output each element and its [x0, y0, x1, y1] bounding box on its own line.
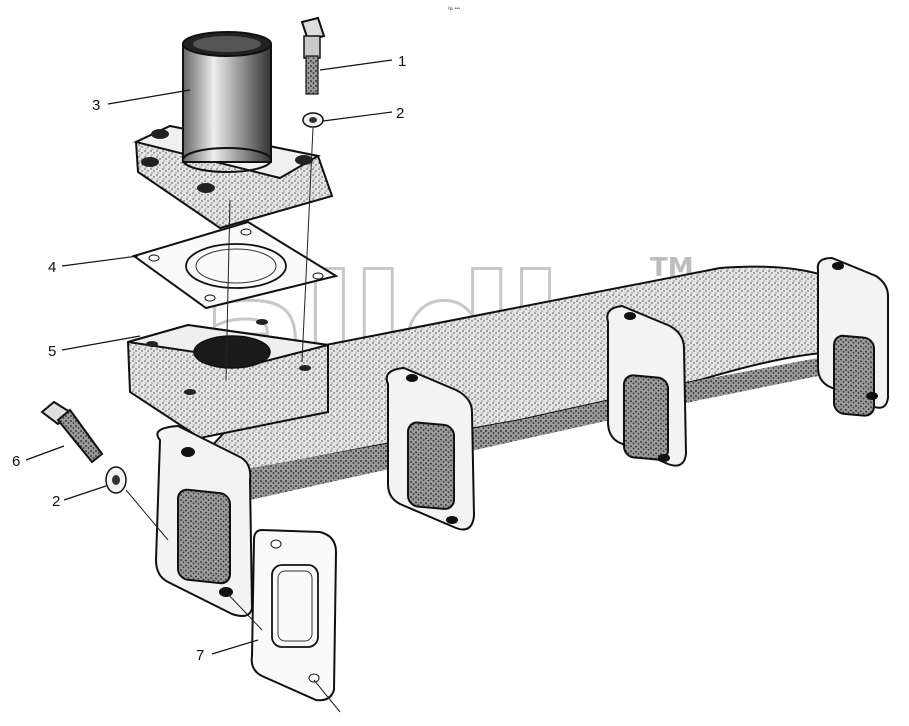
manifold-port-3 — [606, 304, 688, 467]
callout-label: 5 — [48, 343, 56, 360]
bolt-left — [40, 400, 104, 464]
manifold-port-2 — [385, 366, 476, 531]
callout-label: 3 — [92, 97, 100, 114]
flange-gasket — [131, 220, 339, 310]
manifold-port-1 — [154, 424, 254, 617]
callout-label: 4 — [48, 259, 56, 276]
callout-2-top: 2 — [322, 105, 404, 122]
washer-top — [302, 112, 324, 128]
callout-4: 4 — [48, 255, 139, 276]
callout-7: 7 — [196, 639, 259, 664]
callout-6: 6 — [12, 445, 65, 470]
callout-1: 1 — [319, 53, 406, 71]
callout-3: 3 — [92, 89, 191, 114]
callout-label: 2 — [52, 493, 60, 510]
washer-left — [105, 466, 127, 494]
callout-label: 1 — [398, 53, 406, 70]
bolt-top — [300, 16, 326, 95]
callout-label: 6 — [12, 453, 20, 470]
callout-5: 5 — [48, 335, 141, 360]
callout-label: 7 — [196, 647, 204, 664]
manifold-port-4 — [816, 256, 889, 417]
corner-note: № ••• — [448, 6, 460, 12]
callout-2-left: 2 — [52, 485, 107, 510]
callout-label: 2 — [396, 105, 404, 122]
outlet-pipe-flange — [133, 31, 334, 230]
assembly-lines — [125, 127, 341, 713]
port-gasket — [250, 528, 338, 702]
